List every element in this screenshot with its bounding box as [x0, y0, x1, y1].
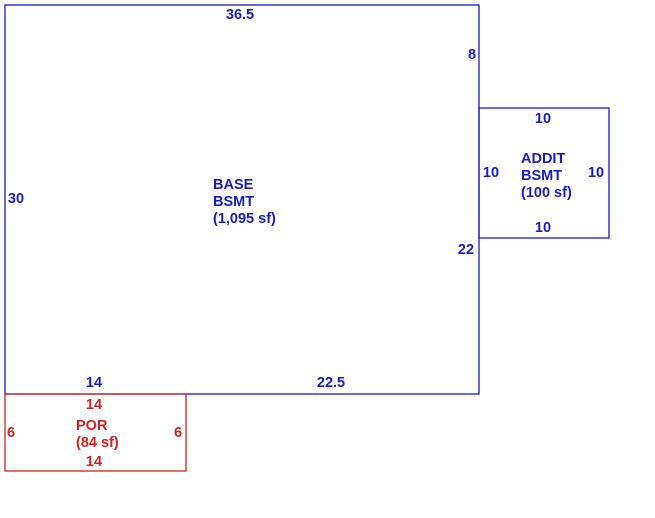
- addit-top-dimension: 10: [535, 111, 551, 127]
- addit-area-label-line2: BSMT: [521, 168, 562, 184]
- porch-right-dimension: 6: [174, 425, 182, 441]
- base-bottom-right-dimension: 22.5: [317, 375, 345, 391]
- base-area-label-line2: BSMT: [213, 194, 254, 210]
- base-area-label-line1: BASE: [213, 177, 254, 193]
- base-top-dimension: 36.5: [226, 7, 254, 23]
- base-bottom-left-dimension: 14: [86, 375, 102, 391]
- base-right-upper-dimension: 8: [468, 47, 476, 63]
- porch-left-dimension: 6: [7, 425, 15, 441]
- porch-top-dimension: 14: [86, 397, 102, 413]
- addit-area-label-line1: ADDIT: [521, 151, 565, 167]
- addit-bsmt-outline: [478, 107, 610, 239]
- porch-area-label-line1: POR: [76, 418, 108, 434]
- base-area-label-line3: (1,095 sf): [213, 211, 276, 227]
- porch-area-label-line2: (84 sf): [76, 435, 119, 451]
- addit-right-dimension: 10: [588, 165, 604, 181]
- addit-area-label-line3: (100 sf): [521, 185, 572, 201]
- addit-bottom-dimension: 10: [535, 220, 551, 236]
- addit-left-dimension: 10: [483, 165, 499, 181]
- porch-bottom-dimension: 14: [86, 454, 102, 470]
- base-right-lower-dimension: 22: [458, 242, 474, 258]
- base-left-dimension: 30: [8, 191, 24, 207]
- porch-outline: [4, 393, 187, 472]
